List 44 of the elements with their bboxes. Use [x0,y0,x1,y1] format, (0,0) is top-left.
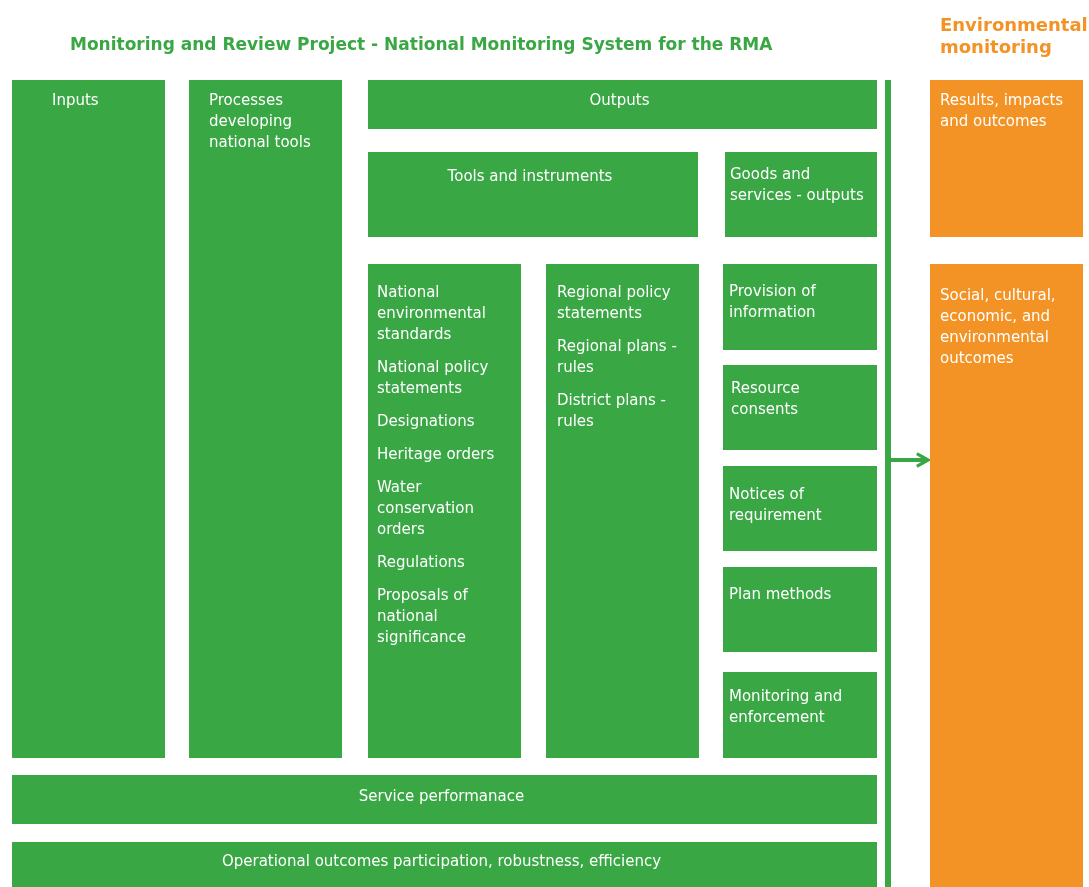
box-label: Inputs [52,91,99,109]
list-box [546,264,699,758]
box-label: Service performanace [358,787,525,805]
outcome-box [930,264,1083,887]
header-box [368,80,877,129]
box-label: Results, impacts and outcomes [940,91,1064,130]
box-label: Social, cultural, economic, and environmental outcomes [940,286,1056,367]
band-box [12,775,877,824]
box-label: Heritage orders [377,445,495,463]
output-box [723,567,877,652]
box-label: Monitoring and enforcement [729,687,843,726]
column-box [12,80,165,758]
box-label: Water conservation orders [377,478,474,538]
output-box [723,264,877,350]
section-heading: Environmental monitoring [940,14,1089,58]
box-label: Regional plans - rules [557,337,677,376]
column-box [189,80,342,758]
box-label: Tools and instruments [447,167,613,185]
output-box [723,466,877,551]
box-label: Operational outcomes participation, robustness, efficiency [221,852,662,870]
box-label: Outputs [589,91,650,109]
box-label: District plans - rules [557,391,667,430]
box-label: Regulations [377,553,465,571]
box-label: Designations [377,412,475,430]
box-label: Notices of requirement [729,485,822,524]
diagram-title: Monitoring and Review Project - National Monitoring System for the RMA [70,34,773,54]
box-label: Goods and services - outputs [730,165,864,204]
box-label: Provision of information [729,282,816,321]
header-box [725,152,877,237]
box-label: Proposals of national significance [377,586,468,646]
box-label: Processes developing national tools [209,91,311,151]
box-label: Resource consents [731,379,800,418]
band-box [12,842,877,887]
outcome-box [930,80,1083,237]
arrow [890,452,930,468]
divider-bar [885,80,891,887]
box-label: Regional policy statements [557,283,671,322]
box-label: Plan methods [729,585,832,603]
box-label: National environmental standards [377,283,486,343]
header-box [368,152,698,237]
list-box [368,264,521,758]
output-box [723,365,877,450]
box-label: National policy statements [377,358,489,397]
output-box [723,672,877,758]
